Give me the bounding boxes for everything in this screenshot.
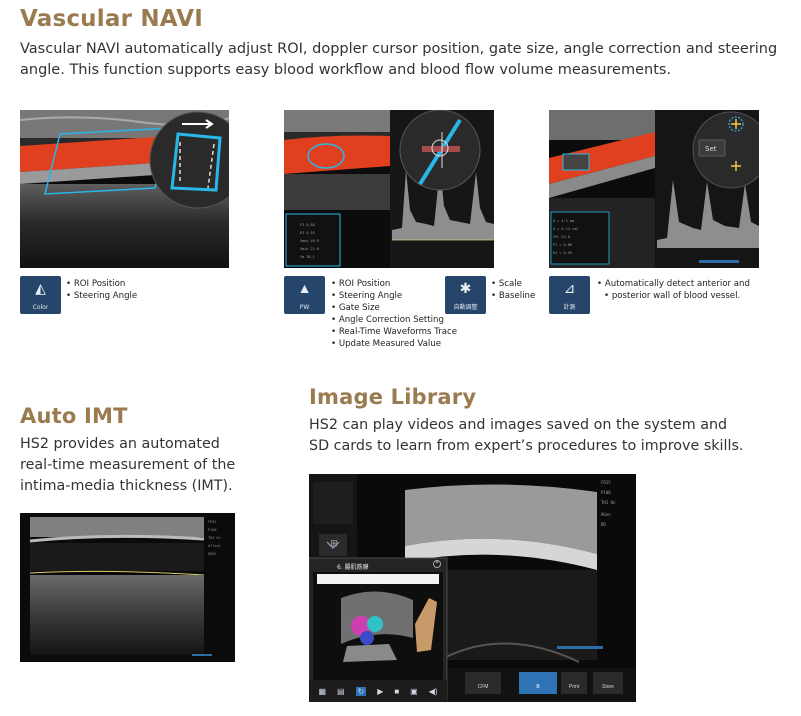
svg-text:A = 0.14 cm2: A = 0.14 cm2 [553, 227, 578, 231]
color-doppler-label: Color [32, 304, 49, 311]
svg-text:D = 4.2 mm: D = 4.2 mm [553, 219, 574, 223]
svg-text:PI 0.88: PI 0.88 [300, 223, 315, 227]
toolbar-store[interactable]: Store [602, 684, 614, 690]
svg-text:THI On: THI On [208, 536, 221, 540]
panel2-bullets: ROI Position Steering Angle Gate Size An… [331, 278, 457, 350]
panel1-bullets: ROI Position Steering Angle [66, 278, 137, 302]
bullet-angle-correction: Angle Correction Setting [331, 314, 457, 326]
video-close-icon[interactable]: × [435, 560, 439, 566]
svg-text:Offset: Offset [208, 544, 221, 548]
svg-text:VFL 23.0: VFL 23.0 [553, 235, 570, 239]
auto-imt-desc-line3: intima-media thickness (IMT). [20, 478, 233, 494]
color-doppler-icon: ◭ [35, 280, 46, 296]
library-list-icon[interactable]: ▤ [337, 686, 345, 696]
auto-imt-description: HS2 provides an automated real-time meas… [20, 434, 280, 497]
auto-imt-desc-line2: real-time measurement of the [20, 457, 236, 473]
pw-mode-label: PW [299, 304, 310, 311]
svg-text:RI = 0.55: RI = 0.55 [553, 251, 572, 255]
bullet-waveform-trace: Real-Time Waveforms Trace [331, 326, 457, 338]
library-grid-icon[interactable]: ▦ [318, 686, 327, 696]
pw-mode-button[interactable]: ▲ PW [284, 276, 325, 314]
bullet-baseline: Baseline [491, 290, 535, 302]
set-label: Set [705, 145, 717, 153]
roi-ultrasound-image [20, 110, 229, 268]
svg-text:THI On: THI On [601, 500, 616, 505]
bullet-roi-position: ROI Position [66, 278, 137, 290]
measure-button[interactable]: ⊿ 計測 [549, 276, 590, 314]
bullet-detect-walls: Automatically detect anterior and [597, 278, 750, 290]
svg-text:HGen: HGen [601, 512, 611, 517]
pulsed-wave-icon: ▲ [297, 280, 312, 296]
image-library-title: Image Library [309, 385, 477, 409]
video-play-controls: ▦ ▤ ↻ ▶ ■ ▣ ◀) [313, 683, 443, 699]
video-title: 6. 腸肌筋膜 [337, 564, 369, 571]
bullet-scale: Scale [491, 278, 535, 290]
library-fullscreen-icon[interactable]: ▣ [410, 686, 418, 696]
vascular-navi-description: Vascular NAVI automatically adjust ROI, … [20, 39, 795, 81]
panel3-bullets: Automatically detect anterior and poster… [597, 278, 750, 302]
bullet-steering-angle: Steering Angle [331, 290, 457, 302]
bullet-detect-walls-cont: posterior wall of blood vessel. [597, 290, 750, 302]
auto-imt-title: Auto IMT [20, 404, 128, 428]
panel2-bullets-2: Scale Baseline [491, 278, 535, 302]
image-library-desc-line2: SD cards to learn from expert’s procedur… [309, 438, 744, 454]
toolbar-print[interactable]: Print [568, 684, 580, 690]
svg-text:Vmax 48.9: Vmax 48.9 [300, 239, 319, 243]
measure-icon: ⊿ [563, 280, 576, 296]
svg-text:P100: P100 [601, 490, 611, 495]
auto-adjust-label: 自動調整 [453, 304, 478, 311]
vascular-navi-desc-line2: angle. This function supports easy blood… [20, 62, 672, 78]
vascular-navi-desc-line1: Vascular NAVI automatically adjust ROI, … [20, 41, 778, 57]
svg-text:DR62: DR62 [208, 552, 216, 556]
svg-text:FR32: FR32 [208, 520, 216, 524]
bullet-steering-angle: Steering Angle [66, 290, 137, 302]
toolbar-cfm[interactable]: CFM [477, 684, 489, 690]
svg-text:P100: P100 [208, 528, 216, 532]
svg-text:Vm 30.1: Vm 30.1 [300, 255, 315, 259]
bullet-update-measured: Update Measured Value [331, 338, 457, 350]
svg-text:PI = 0.86: PI = 0.86 [553, 243, 572, 247]
auto-adjust-button[interactable]: ✱ 自動調整 [445, 276, 486, 314]
vascular-navi-title: Vascular NAVI [20, 6, 203, 32]
image-library-description: HS2 can play videos and images saved on … [309, 415, 789, 457]
library-volume-icon[interactable]: ◀) [428, 686, 438, 696]
measure-label: 計測 [563, 304, 576, 311]
bullet-roi-position: ROI Position [331, 278, 457, 290]
library-loop-icon[interactable]: ↻ [355, 686, 367, 696]
svg-text:DR: DR [601, 522, 606, 527]
svg-text:FR25: FR25 [601, 480, 611, 485]
library-left-nav-icon[interactable]: ⊞ [330, 538, 338, 548]
svg-text:Vmin 22.0: Vmin 22.0 [300, 247, 319, 251]
image-library-desc-line1: HS2 can play videos and images saved on … [309, 417, 728, 433]
svg-text:RI 0.55: RI 0.55 [300, 231, 315, 235]
toolbar-b[interactable]: B [536, 684, 540, 690]
bullet-gate-size: Gate Size [331, 302, 457, 314]
library-stop-icon[interactable]: ■ [394, 686, 400, 696]
auto-adjust-icon: ✱ [459, 280, 472, 296]
library-play-icon[interactable]: ▶ [377, 686, 384, 696]
auto-imt-desc-line1: HS2 provides an automated [20, 436, 220, 452]
color-doppler-button[interactable]: ◭ Color [20, 276, 61, 314]
